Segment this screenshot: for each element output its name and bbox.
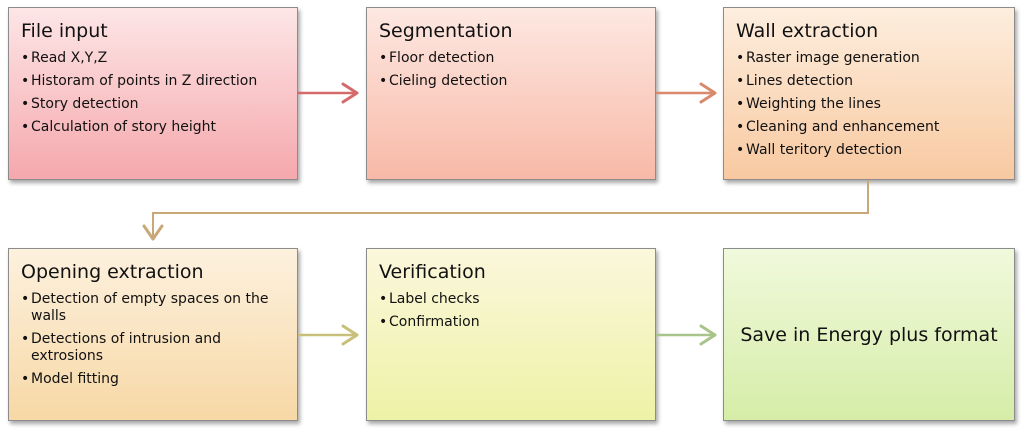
box-item-list: Read X,Y,Z Historam of points in Z direc… bbox=[21, 50, 285, 136]
box-item-list: Floor detection Cieling detection bbox=[379, 50, 643, 90]
box-item-list: Label checks Confirmation bbox=[379, 291, 643, 331]
file-input-box: File input Read X,Y,Z Historam of points… bbox=[8, 7, 298, 180]
list-item: Read X,Y,Z bbox=[21, 50, 285, 67]
list-item: Cieling detection bbox=[379, 73, 643, 90]
box-item-list: Raster image generation Lines detection … bbox=[736, 50, 1002, 159]
list-item: Lines detection bbox=[736, 73, 1002, 90]
list-item: Detection of empty spaces on the walls bbox=[21, 291, 285, 325]
list-item: Label checks bbox=[379, 291, 643, 308]
save-energy-plus-box: Save in Energy plus format bbox=[723, 248, 1015, 421]
box-title: Verification bbox=[379, 261, 486, 283]
box-title: Opening extraction bbox=[21, 261, 204, 283]
box-title: Wall extraction bbox=[736, 20, 879, 42]
arrow-wall-extraction-to-opening-extraction bbox=[142, 180, 869, 241]
list-item: Floor detection bbox=[379, 50, 643, 67]
box-label: Save in Energy plus format bbox=[740, 323, 998, 346]
box-title: Segmentation bbox=[379, 20, 513, 42]
list-item: Cleaning and enhancement bbox=[736, 119, 1002, 136]
list-item: Wall teritory detection bbox=[736, 142, 1002, 159]
list-item: Detections of intrusion and extrosions bbox=[21, 331, 285, 365]
list-item: Confirmation bbox=[379, 314, 643, 331]
list-item: Story detection bbox=[21, 96, 285, 113]
wall-extraction-box: Wall extraction Raster image generation … bbox=[723, 7, 1015, 180]
list-item: Weighting the lines bbox=[736, 96, 1002, 113]
list-item: Model fitting bbox=[21, 371, 285, 388]
list-item: Calculation of story height bbox=[21, 119, 285, 136]
arrow-file-input-to-segmentation bbox=[298, 82, 359, 104]
list-item: Raster image generation bbox=[736, 50, 1002, 67]
box-item-list: Detection of empty spaces on the walls D… bbox=[21, 291, 285, 388]
verification-box: Verification Label checks Confirmation bbox=[366, 248, 656, 421]
arrow-opening-extraction-to-verification bbox=[298, 324, 359, 346]
segmentation-box: Segmentation Floor detection Cieling det… bbox=[366, 7, 656, 180]
list-item: Historam of points in Z direction bbox=[21, 73, 285, 90]
arrow-segmentation-to-wall-extraction bbox=[656, 82, 717, 104]
box-title: File input bbox=[21, 20, 108, 42]
arrow-verification-to-save bbox=[656, 324, 717, 346]
opening-extraction-box: Opening extraction Detection of empty sp… bbox=[8, 248, 298, 421]
